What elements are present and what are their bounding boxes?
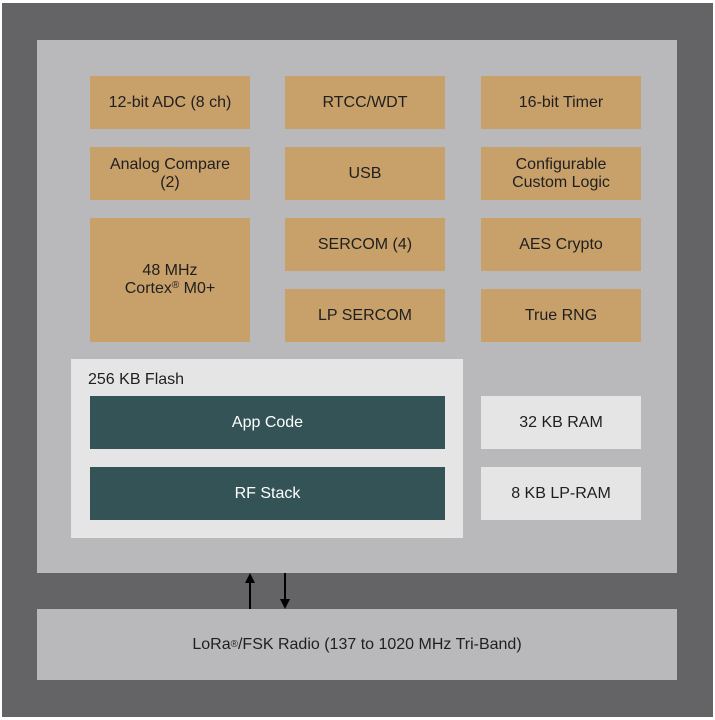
lp-sercom-label: LP SERCOM bbox=[318, 306, 412, 324]
rtcc-wdt-block: RTCC/WDT bbox=[285, 76, 445, 129]
arrow-up-icon bbox=[245, 573, 255, 609]
registered-mark: ® bbox=[171, 280, 180, 291]
bus-arrows bbox=[245, 573, 290, 609]
app-code-label: App Code bbox=[231, 413, 304, 431]
cpu-label-line1: 48 MHz bbox=[142, 262, 198, 279]
rtcc-wdt-label: RTCC/WDT bbox=[322, 93, 408, 111]
cpu-core-suffix: M0+ bbox=[179, 280, 216, 297]
analog-compare-block: Analog Compare (2) bbox=[90, 147, 250, 200]
cpu-block: 48 MHz Cortex® M0+ bbox=[90, 218, 250, 342]
radio-label-prefix: LoRa bbox=[192, 635, 231, 653]
aes-crypto-block: AES Crypto bbox=[481, 218, 641, 271]
lp-ram-block: 8 KB LP-RAM bbox=[481, 467, 641, 520]
usb-block: USB bbox=[285, 147, 445, 200]
ram-label: 32 KB RAM bbox=[519, 413, 603, 431]
analog-compare-label-line1: Analog Compare bbox=[109, 155, 231, 173]
sercom-label: SERCOM (4) bbox=[317, 235, 413, 253]
ccl-label-line1: Configurable bbox=[515, 155, 607, 173]
radio-block: LoRa®/FSK Radio (137 to 1020 MHz Tri-Ban… bbox=[37, 609, 677, 680]
usb-label: USB bbox=[348, 164, 382, 182]
arrow-down-icon bbox=[280, 573, 290, 609]
ccl-label-line2: Custom Logic bbox=[512, 173, 610, 191]
flash-label: 256 KB Flash bbox=[88, 371, 185, 388]
true-rng-label: True RNG bbox=[524, 306, 598, 324]
timer-block: 16-bit Timer bbox=[481, 76, 641, 129]
app-code-block: App Code bbox=[90, 396, 445, 449]
true-rng-block: True RNG bbox=[481, 289, 641, 342]
adc-block: 12-bit ADC (8 ch) bbox=[90, 76, 250, 129]
ccl-block: Configurable Custom Logic bbox=[481, 147, 641, 200]
adc-label: 12-bit ADC (8 ch) bbox=[108, 93, 232, 111]
lp-ram-label: 8 KB LP-RAM bbox=[511, 484, 611, 502]
timer-label: 16-bit Timer bbox=[518, 93, 604, 111]
radio-label: /FSK Radio (137 to 1020 MHz Tri-Band) bbox=[237, 635, 522, 653]
ram-block: 32 KB RAM bbox=[481, 396, 641, 449]
rf-stack-block: RF Stack bbox=[90, 467, 445, 520]
cpu-core-name: Cortex bbox=[124, 280, 172, 297]
sercom-block: SERCOM (4) bbox=[285, 218, 445, 271]
analog-compare-label-line2: (2) bbox=[160, 173, 180, 191]
aes-crypto-label: AES Crypto bbox=[519, 235, 603, 253]
cpu-label-line2: Cortex® M0+ bbox=[125, 280, 216, 298]
rf-stack-label: RF Stack bbox=[234, 484, 301, 502]
lp-sercom-block: LP SERCOM bbox=[285, 289, 445, 342]
